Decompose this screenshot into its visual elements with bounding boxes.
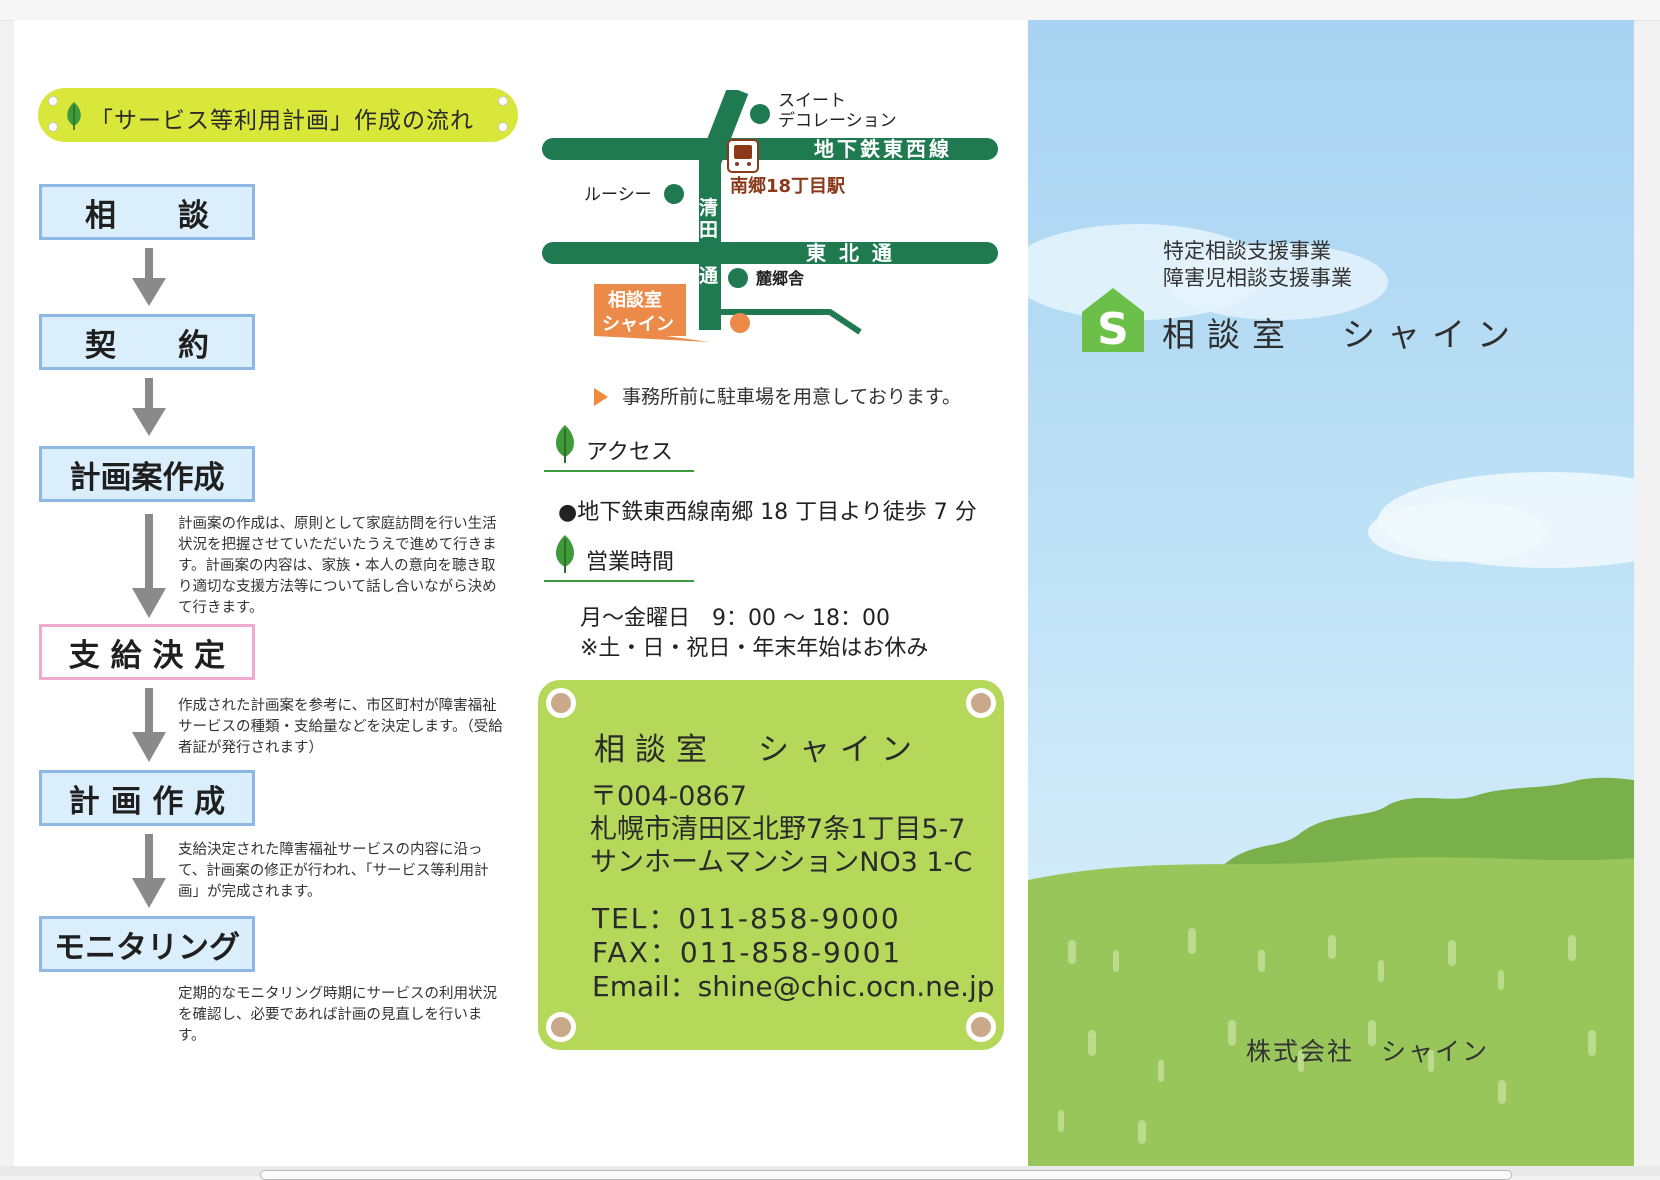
- road-label-tohoku: 東 北 通: [806, 241, 895, 265]
- side-street: [710, 309, 862, 335]
- pin-hole: [546, 1012, 576, 1042]
- contact-name: 相談室 シャイン: [594, 732, 922, 768]
- kiyota-road: [699, 86, 749, 330]
- hours-weekday: 月〜金曜日 9：00 〜 18：00: [580, 606, 890, 631]
- office-callout: [594, 284, 710, 342]
- leaf-icon: [556, 535, 574, 573]
- service-type-1: 特定相談支援事業: [1163, 239, 1331, 263]
- office-location-dot: [730, 313, 750, 333]
- horizontal-scrollbar[interactable]: [0, 1166, 1660, 1180]
- step-plan-creation: 計 画 作 成: [39, 770, 255, 826]
- triangle-bullet-icon: [594, 388, 608, 406]
- road-label-kiyota-1: 清: [699, 196, 718, 219]
- business-hours: 月〜金曜日 9：00 〜 18：00 ※土・日・祝日・年末年始はお休み: [580, 604, 928, 664]
- access-directions: ●地下鉄東西線南郷 18 丁目より徒歩 7 分: [558, 500, 977, 525]
- flow-title-banner: 「サービス等利用計画」作成の流れ: [38, 88, 518, 142]
- step-benefit-decision: 支 給 決 定: [39, 624, 255, 680]
- hours-holidays: ※土・日・祝日・年末年始はお休み: [580, 636, 929, 661]
- office-label-1: 相談室: [608, 289, 662, 311]
- step-consultation: 相 談: [39, 184, 255, 240]
- note-benefit-decision: 作成された計画案を参考に、市区町村が障害福祉サービスの種類・支給量などを決定しま…: [178, 698, 503, 756]
- note-draft-plan: 計画案の作成は、原則として家庭訪問を行い生活状況を把握させていただいたうえで進め…: [178, 516, 497, 616]
- road-label-subway: 地下鉄東西線: [814, 137, 952, 161]
- arrow-down-icon: [132, 514, 166, 618]
- flow-title: 「サービス等利用計画」作成の流れ: [90, 108, 474, 134]
- email-address: Email：shine@chic.ocn.ne.jp: [592, 970, 995, 1003]
- service-types: 特定相談支援事業 障害児相談支援事業: [1163, 238, 1352, 292]
- sky-and-field-illustration: [1028, 224, 1634, 1166]
- train-station-icon: [727, 139, 759, 173]
- pin-hole: [546, 688, 576, 718]
- brochure-page: 「サービス等利用計画」作成の流れ 相 談 契 約 計画案作成 計画案の作成は、原…: [14, 20, 1634, 1166]
- scrollbar-thumb[interactable]: [260, 1170, 1512, 1180]
- access-heading: アクセス: [544, 422, 694, 472]
- station-name: 南郷18丁目駅: [730, 175, 846, 197]
- shine-house-logo-icon: S: [1082, 288, 1144, 354]
- landmark-dot: [664, 184, 684, 204]
- arrow-down-icon: [132, 248, 166, 306]
- parking-note: 事務所前に駐車場を用意しております。: [594, 382, 961, 409]
- landmark-sweet-1: スイート: [778, 91, 846, 111]
- window-top-strip: [0, 0, 1660, 21]
- landmark-dot: [750, 104, 770, 124]
- step-draft-plan: 計画案作成: [39, 446, 255, 502]
- step-contract: 契 約: [39, 314, 255, 370]
- road-label-kiyota-2: 田: [699, 219, 718, 241]
- banner-dot: [498, 96, 508, 106]
- address-line-1: 札幌市清田区北野7条1丁目5-7: [590, 814, 966, 845]
- logo-letter: S: [1097, 304, 1129, 354]
- contact-card: 相談室 シャイン 〒004-0867 札幌市清田区北野7条1丁目5-7 サンホー…: [538, 680, 1004, 1050]
- road-label-kiyota-3: 通: [699, 265, 719, 287]
- company-name: 株式会社 シャイン: [1246, 1037, 1490, 1066]
- pin-hole: [966, 1012, 996, 1042]
- phone-number: TEL：011-858-9000: [592, 902, 901, 935]
- landmark-dot: [728, 268, 748, 288]
- step-monitoring: モニタリング: [39, 916, 255, 972]
- arrow-down-icon: [132, 834, 166, 908]
- brand-name: 相談室 シャイン: [1162, 315, 1522, 354]
- banner-dot: [48, 122, 58, 132]
- banner-dot: [498, 122, 508, 132]
- arrow-down-icon: [132, 378, 166, 436]
- fax-number: FAX：011-858-9001: [592, 936, 903, 969]
- note-monitoring: 定期的なモニタリング時期にサービスの利用状況を確認し、必要であれば計画の見直しを…: [178, 986, 497, 1044]
- landmark-lucy: ルーシー: [584, 185, 652, 205]
- hours-heading-text: 営業時間: [586, 550, 675, 575]
- landmark-sweet-2: デコレーション: [778, 110, 897, 131]
- postal-code: 〒004-0867: [590, 781, 747, 812]
- hours-heading: 営業時間: [544, 532, 694, 582]
- arrow-down-icon: [132, 688, 166, 762]
- banner-dot: [48, 96, 58, 106]
- contact-address: 〒004-0867 札幌市清田区北野7条1丁目5-7 サンホームマンションNO3…: [590, 780, 972, 879]
- tohoku-road: [542, 242, 998, 264]
- pin-hole: [966, 688, 996, 718]
- note-plan-creation: 支給決定された障害福祉サービスの内容に沿って、計画案の修正が行われ、「サービス等…: [178, 842, 489, 900]
- subway-line-road: [542, 138, 998, 160]
- cover-panel: 特定相談支援事業 障害児相談支援事業 S 相談室 シャイン 株式会社 シャイン: [1028, 20, 1634, 1166]
- office-label-2: シャイン: [602, 314, 674, 335]
- landmark-reikyosha: 麓郷舎: [755, 269, 805, 288]
- access-heading-text: アクセス: [586, 440, 673, 465]
- leaf-icon: [67, 102, 81, 130]
- service-type-2: 障害児相談支援事業: [1163, 266, 1352, 290]
- address-line-2: サンホームマンションNO3 1-C: [590, 847, 973, 878]
- contact-numbers: TEL：011-858-9000 FAX：011-858-9001 Email：…: [592, 902, 995, 1004]
- parking-note-text: 事務所前に駐車場を用意しております。: [622, 386, 961, 408]
- leaf-icon: [556, 425, 574, 463]
- access-map: スイート デコレーション ルーシー 麓郷舎 地下鉄東西線 東 北 通 清 田 通…: [542, 86, 1012, 380]
